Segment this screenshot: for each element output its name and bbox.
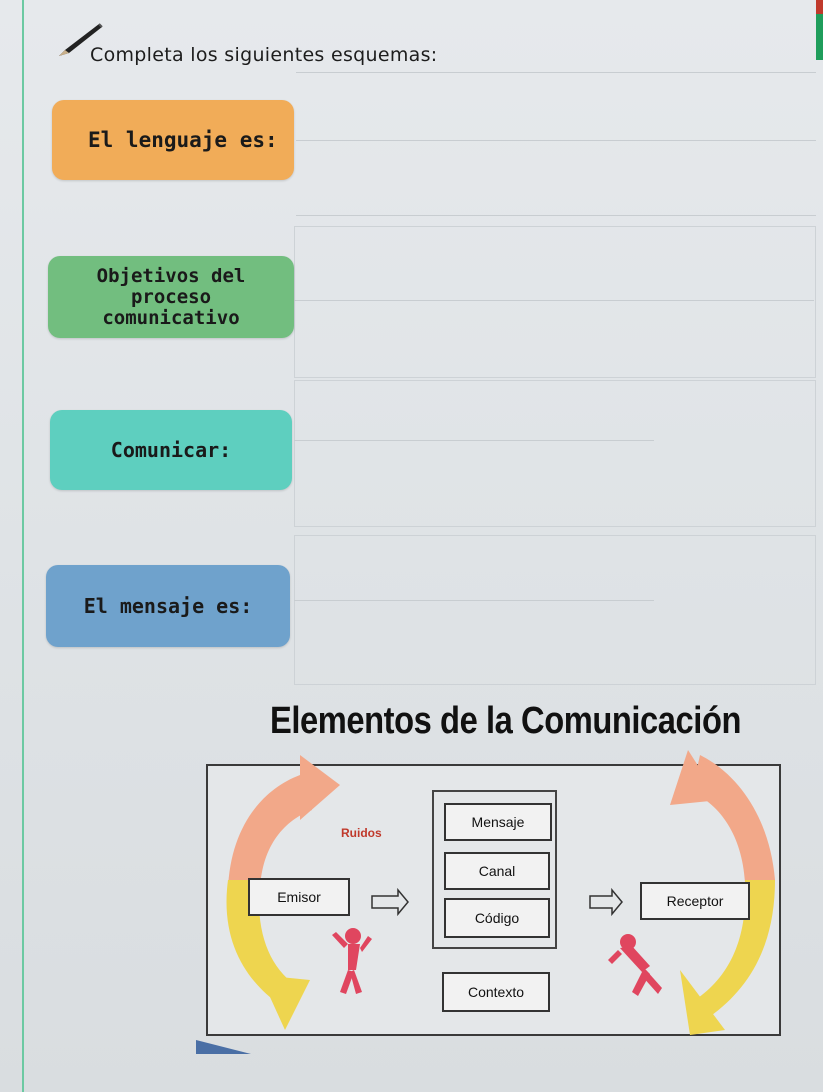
page-fold-shadow — [196, 1040, 251, 1054]
mensaje-box: El mensaje es: — [46, 565, 290, 647]
emisor-box: Emisor — [248, 878, 350, 916]
write-line — [296, 72, 816, 73]
contexto-box: Contexto — [442, 972, 550, 1012]
lenguaje-box: El lenguaje es: — [52, 100, 294, 180]
write-box — [294, 380, 816, 527]
diagram-title: Elementos de la Comunicación — [270, 700, 742, 742]
objetivos-box: Objetivos del proceso comunicativo — [48, 256, 294, 338]
ruidos-label: Ruidos — [341, 826, 382, 840]
contexto-label: Contexto — [467, 984, 525, 1000]
objetivos-line-1: Objetivos del — [96, 264, 246, 287]
corner-mark — [816, 0, 823, 60]
objetivos-label: Objetivos del proceso comunicativo — [96, 264, 246, 329]
write-line — [294, 300, 814, 301]
objetivos-line-2: proceso — [130, 285, 212, 308]
lenguaje-label: El lenguaje es: — [88, 128, 278, 152]
cycle-arrows-graphic — [226, 750, 775, 1035]
emisor-label: Emisor — [277, 889, 321, 905]
message-group-frame — [432, 790, 557, 949]
write-box — [294, 226, 816, 378]
instruction-text: Completa los siguientes esquemas: — [90, 44, 438, 66]
receptor-label: Receptor — [666, 893, 724, 909]
canal-label: Canal — [478, 863, 516, 879]
comunicar-box: Comunicar: — [50, 410, 292, 490]
canal-box: Canal — [444, 852, 550, 890]
margin-line — [22, 0, 24, 1092]
write-line — [296, 140, 816, 141]
write-box — [294, 535, 816, 685]
objetivos-line-3: comunicativo — [102, 306, 240, 329]
mensaje-diagram-box: Mensaje — [444, 803, 552, 841]
write-line — [296, 215, 816, 216]
mensaje-label: El mensaje es: — [83, 594, 253, 618]
mensaje-diagram-label: Mensaje — [471, 814, 525, 830]
receptor-box: Receptor — [640, 882, 750, 920]
codigo-label: Código — [474, 910, 520, 926]
comunicar-label: Comunicar: — [110, 438, 232, 462]
codigo-box: Código — [444, 898, 550, 938]
write-line — [294, 440, 654, 441]
write-line — [294, 600, 654, 601]
corner-mark-red — [816, 0, 823, 14]
pencil-icon — [59, 23, 103, 56]
